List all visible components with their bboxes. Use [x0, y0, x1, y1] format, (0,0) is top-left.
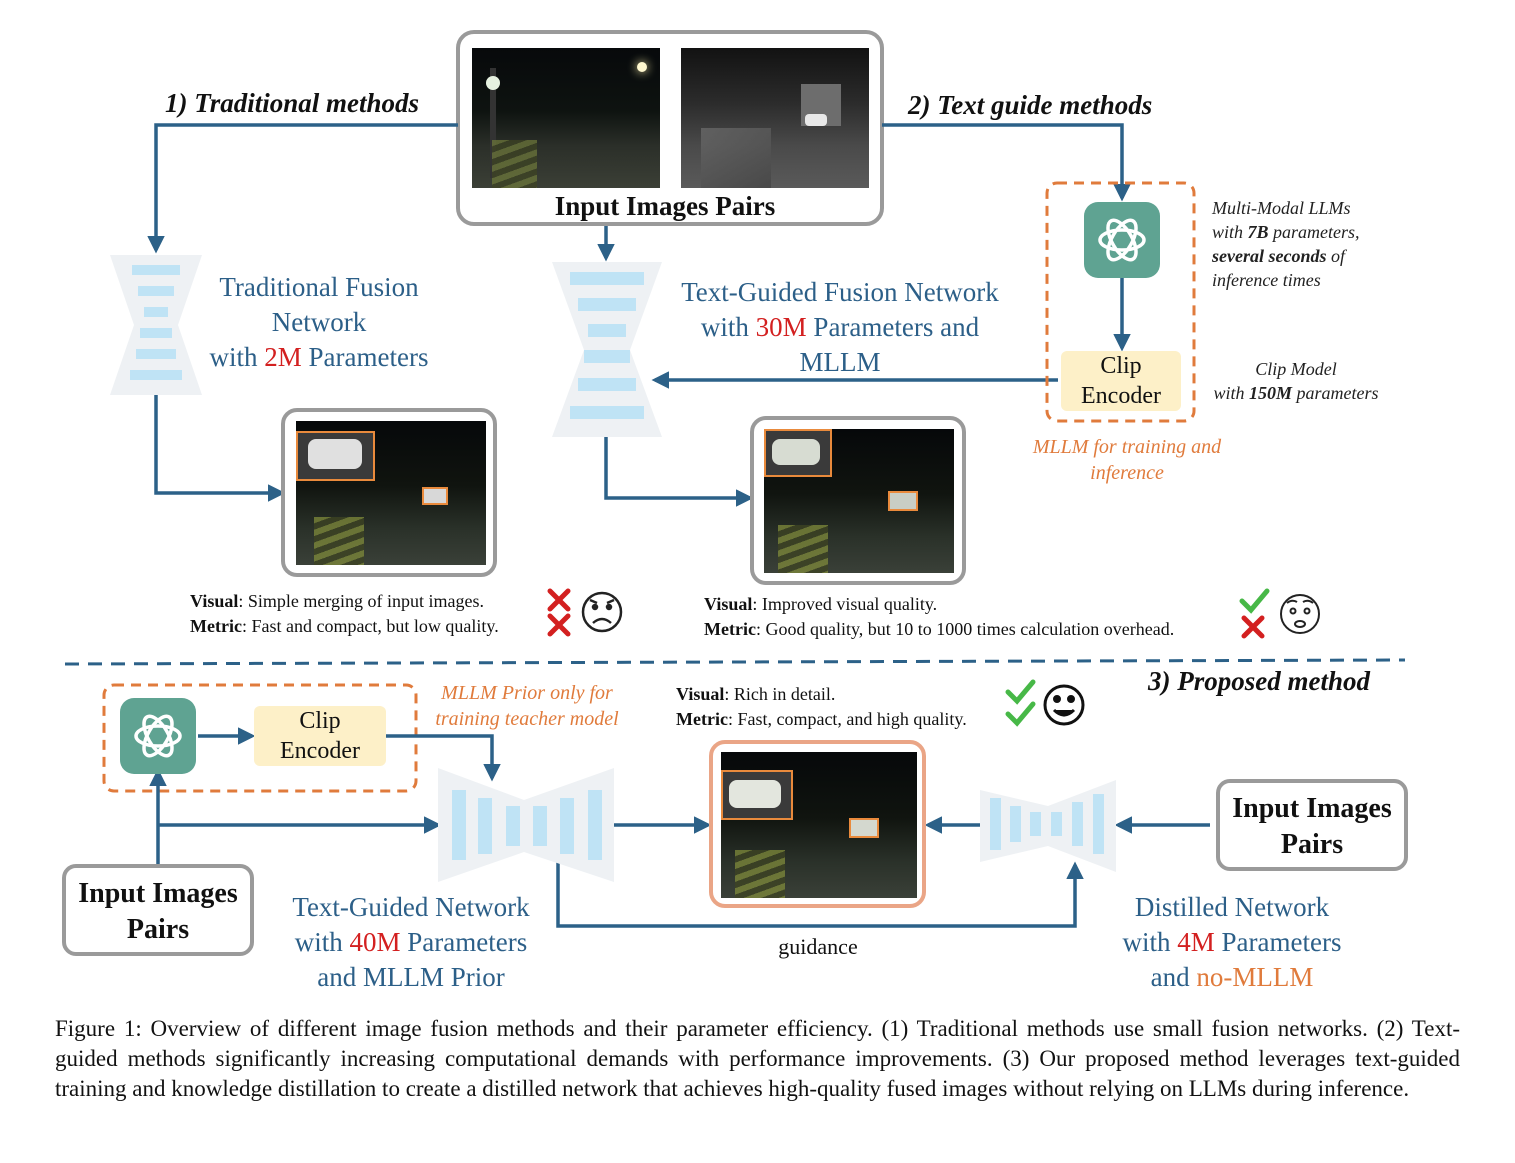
input-pairs-label-left: Input Images Pairs	[78, 878, 238, 945]
clip-model-note: Clip Model with 150M parameters	[1213, 359, 1379, 403]
traditional-network-shape	[110, 255, 202, 395]
heading-traditional: 1) Traditional methods	[165, 88, 420, 118]
mllm-note: Multi-Modal LLMs with 7B parameters, sev…	[1212, 198, 1360, 290]
traditional-result-text: Visual: Simple merging of input images. …	[190, 591, 499, 636]
proposed-fused-image	[721, 752, 917, 898]
mllm-training-inference-note: MLLM for training and inference	[1032, 436, 1222, 484]
check-icon	[1005, 701, 1036, 727]
mllm-prior-note: MLLM Prior only for training teacher mod…	[435, 682, 619, 730]
section-divider	[64, 658, 1406, 666]
sad-face-icon	[581, 591, 623, 633]
mllm-prior-dashed-box	[102, 683, 418, 793]
check-icon	[1005, 679, 1036, 705]
proposed-arrows	[149, 727, 1210, 928]
check-icon	[1239, 588, 1270, 614]
traditional-arrows	[147, 123, 458, 502]
input-pairs-label-right: Input Images Pairs	[1232, 793, 1392, 860]
textguided-fused-image	[764, 429, 954, 573]
infrared-input-image	[681, 48, 869, 188]
cross-icon	[547, 588, 571, 612]
clip-encoder-bottom: Clip Encoder	[254, 706, 386, 766]
input-pairs-right-frame	[1216, 779, 1408, 871]
input-pairs-label-top: Input Images Pairs	[554, 191, 776, 221]
textguided-network-shape	[552, 262, 662, 437]
worried-face-icon	[1280, 594, 1320, 634]
input-pairs-left-frame	[62, 864, 254, 956]
cross-icon	[547, 613, 571, 637]
heading-text-guide: 2) Text guide methods	[908, 90, 1153, 120]
heading-proposed: 3) Proposed method	[1148, 666, 1370, 696]
visible-input-image	[472, 48, 660, 188]
textguide-arrows	[597, 123, 1131, 507]
guidance-label: guidance	[778, 934, 858, 959]
distilled-network-shape	[980, 780, 1116, 872]
openai-logo-icon-bottom	[120, 698, 196, 774]
proposed-result-text: Visual: Rich in detail. Metric: Fast, co…	[676, 684, 967, 729]
traditional-network-label: Traditional Fusion Network with 2M Param…	[209, 272, 429, 372]
textguided-result-text: Visual: Improved visual quality. Metric:…	[704, 594, 1175, 639]
teacher-network-shape	[438, 768, 614, 882]
openai-logo-icon-top	[1084, 202, 1160, 278]
textguided-network-label: Text-Guided Fusion Network with 30M Para…	[681, 277, 999, 377]
cross-icon	[1241, 615, 1265, 639]
distilled-network-label: Distilled Network with 4M Parameters and…	[1122, 892, 1342, 992]
teacher-network-label: Text-Guided Network with 40M Parameters …	[292, 892, 530, 992]
clip-encoder-top: Clip Encoder	[1061, 351, 1181, 411]
traditional-fused-image	[296, 421, 486, 565]
figure-caption: Figure 1: Overview of different image fu…	[55, 1016, 1460, 1101]
smile-face-icon	[1043, 684, 1085, 726]
